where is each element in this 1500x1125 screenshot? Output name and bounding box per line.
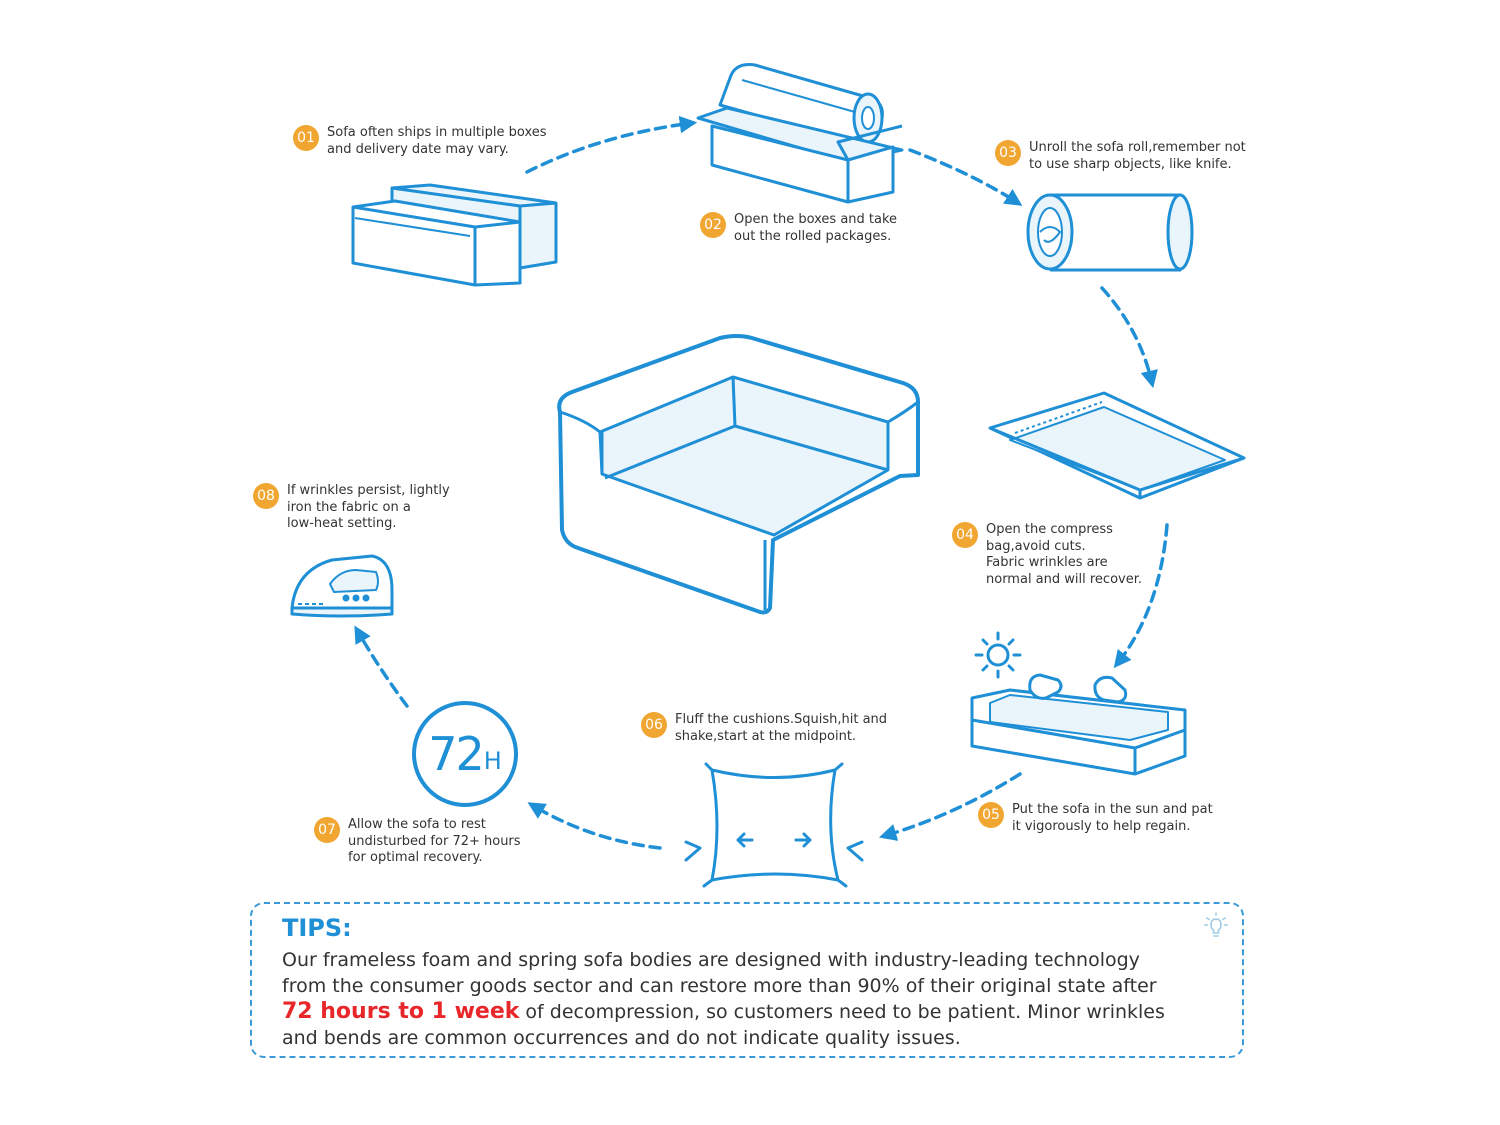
flow-arrow-2-3 [908, 148, 1023, 206]
tips-line-3-rest: of decompression, so customers need to b… [519, 1001, 1165, 1023]
tips-line-4: and bends are common occurrences and do … [282, 1027, 961, 1049]
step-08-text: If wrinkles persist, lightly iron the fa… [287, 483, 450, 531]
flow-arrow-1-2 [525, 115, 698, 174]
step-02-text: Open the boxes and take out the rolled p… [734, 212, 898, 244]
sofa-frame-icon [557, 334, 920, 615]
step-04-text: Open the compress bag,avoid cuts. Fabric… [986, 522, 1143, 587]
tips-title: TIPS: [282, 914, 352, 942]
left-hand-icon [1028, 673, 1063, 700]
step-06-text: Fluff the cushions.Squish,hit and shake,… [675, 712, 888, 744]
step-01-caption: 01 Sofa often ships in multiple boxes an… [293, 125, 547, 158]
stacked-boxes-icon [351, 183, 558, 287]
step-03-caption: 03 Unroll the sofa roll,remember not to … [995, 140, 1246, 173]
step-06-caption: 06 Fluff the cushions.Squish,hit and sha… [641, 712, 887, 745]
step-01-badge: 01 [293, 125, 319, 151]
flow-arrow-4-5 [1113, 523, 1169, 669]
flow-arrow-5-6 [878, 772, 1022, 841]
tips-line-2: from the consumer goods sector and can r… [282, 975, 1157, 997]
tips-line-1: Our frameless foam and spring sofa bodie… [282, 949, 1140, 971]
tips-body: Our frameless foam and spring sofa bodie… [282, 947, 1165, 1051]
step-07-caption: 07 Allow the sofa to rest undisturbed fo… [314, 817, 521, 867]
step-05-caption: 05 Put the sofa in the sun and pat it vi… [978, 802, 1213, 835]
timer-72h-icon [412, 701, 518, 807]
tips-line-3: 72 hours to 1 week of decompression, so … [282, 999, 1165, 1025]
timer-label: 72 H [410, 704, 520, 804]
flow-arrow-3-4 [1100, 286, 1158, 389]
step-07-text: Allow the sofa to rest undisturbed for 7… [348, 817, 521, 865]
timer-number: 72 [428, 727, 485, 781]
iron-icon [290, 554, 394, 618]
cushion-icon [684, 762, 864, 888]
sun-and-patting-hands-icon [970, 631, 1187, 776]
step-01-text: Sofa often ships in multiple boxes and d… [327, 125, 547, 157]
step-04-badge: 04 [952, 522, 978, 548]
compress-bag-icon [988, 391, 1246, 500]
tips-highlight: 72 hours to 1 week [282, 999, 520, 1024]
flow-arrow-7-8 [354, 625, 409, 708]
step-08-caption: 08 If wrinkles persist, lightly iron the… [253, 483, 450, 533]
step-06-badge: 06 [641, 712, 667, 738]
step-05-text: Put the sofa in the sun and pat it vigor… [1012, 802, 1213, 834]
sofa-roll-icon [1026, 193, 1194, 272]
step-07-badge: 07 [314, 817, 340, 843]
step-04-caption: 04 Open the compress bag,avoid cuts. Fab… [952, 522, 1142, 588]
tips-box: TIPS: Our frameless foam and spring sofa… [250, 902, 1244, 1058]
right-hand-icon [1093, 675, 1128, 704]
sun-icon [974, 631, 1022, 679]
step-03-text: Unroll the sofa roll,remember not to use… [1029, 140, 1246, 172]
step-05-badge: 05 [978, 802, 1004, 828]
step-02-caption: 02 Open the boxes and take out the rolle… [700, 212, 897, 245]
lightbulb-icon [1204, 912, 1228, 937]
open-box-with-roll-icon [696, 63, 904, 204]
timer-unit: H [483, 747, 502, 775]
flow-arrow-6-7 [527, 802, 662, 850]
step-08-badge: 08 [253, 483, 279, 509]
step-02-badge: 02 [700, 212, 726, 238]
step-03-badge: 03 [995, 140, 1021, 166]
